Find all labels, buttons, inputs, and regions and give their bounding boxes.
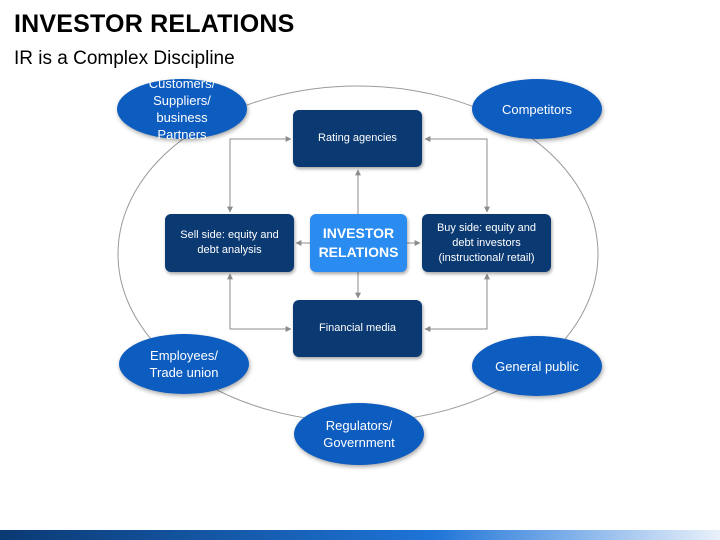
- page-title: INVESTOR RELATIONS: [14, 10, 295, 38]
- general-public-node: General public: [472, 336, 602, 396]
- investor-relations-label: INVESTOR RELATIONS: [318, 225, 399, 260]
- sell-side-box: Sell side: equity and debt analysis: [165, 214, 294, 272]
- regulators-node: Regulators/ Government: [294, 403, 424, 465]
- arrow-rating-buy: [424, 136, 490, 213]
- footer-gradient-bar: [0, 530, 720, 540]
- arrow-rating-sell: [227, 136, 292, 213]
- page-subtitle: IR is a Complex Discipline: [14, 48, 235, 69]
- arrow-media-buy: [424, 273, 490, 332]
- competitors-label: Competitors: [501, 101, 573, 117]
- general-public-label: General public: [495, 358, 579, 374]
- arrow-media-sell: [227, 273, 292, 332]
- customers-label: Customers/ Suppliers/ business Partners: [148, 76, 216, 142]
- sell-side-label: Sell side: equity and debt analysis: [180, 229, 279, 256]
- employees-label: Employees/ Trade union: [149, 348, 219, 380]
- employees-node: Employees/ Trade union: [119, 334, 249, 394]
- rating-agencies-box: Rating agencies: [293, 110, 422, 167]
- buy-side-label: Buy side: equity and debt investors (ins…: [436, 221, 537, 264]
- investor-relations-center: INVESTOR RELATIONS: [310, 214, 407, 272]
- customers-node: Customers/ Suppliers/ business Partners: [117, 76, 247, 142]
- buy-side-box: Buy side: equity and debt investors (ins…: [422, 214, 551, 272]
- financial-media-box: Financial media: [293, 300, 422, 357]
- competitors-node: Competitors: [472, 79, 602, 139]
- rating-agencies-label: Rating agencies: [318, 132, 397, 144]
- regulators-label: Regulators/ Government: [323, 418, 395, 450]
- financial-media-label: Financial media: [318, 322, 397, 334]
